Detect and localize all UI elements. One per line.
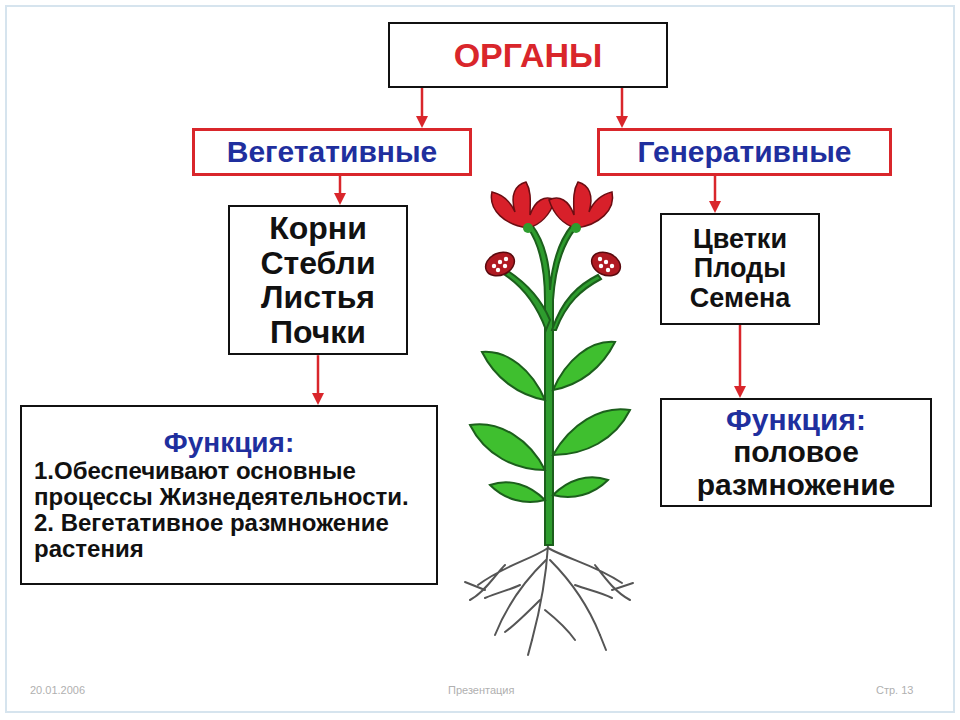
flowers (491, 182, 612, 233)
box-text: Цветки Плоды Семена (675, 225, 805, 312)
box-heading: Функция: (164, 428, 294, 458)
category-box: Вегетативные (192, 128, 472, 176)
fruits (482, 248, 624, 281)
arrow-connector (416, 88, 428, 128)
leaves (470, 342, 630, 502)
arrow-connector (709, 176, 721, 213)
box-text: 2. Вегетативное размножение растения (34, 510, 424, 562)
box-text: половое размножение (671, 436, 921, 501)
root-box: ОРГАНЫ (388, 22, 668, 88)
organ-list-box: Корни Стебли Листья Почки (228, 205, 408, 355)
category-box: Генеративные (597, 128, 892, 176)
arrow-connector (616, 88, 628, 128)
arrow-connector (334, 176, 346, 205)
footer-page: Стр. 13 (876, 684, 913, 696)
function-box: Функция:половое размножение (660, 398, 932, 507)
roots (465, 545, 633, 655)
function-box: Функция:1.Обеспечивают основные процессы… (20, 405, 438, 585)
box-text: 1.Обеспечивают основные процессы Жизнеде… (34, 458, 424, 510)
box-text: Вегетативные (227, 136, 438, 168)
frame-border (6, 6, 954, 712)
box-text: Генеративные (638, 136, 852, 168)
arrow-connector (312, 355, 324, 405)
box-heading: Функция: (726, 404, 866, 436)
organ-list-box: Цветки Плоды Семена (660, 213, 820, 325)
box-text: Корни Стебли Листья Почки (243, 211, 393, 349)
footer-date: 20.01.2006 (30, 684, 85, 696)
arrow-connector (734, 325, 746, 398)
box-text: ОРГАНЫ (454, 37, 603, 74)
footer-title: Презентация (448, 684, 514, 696)
